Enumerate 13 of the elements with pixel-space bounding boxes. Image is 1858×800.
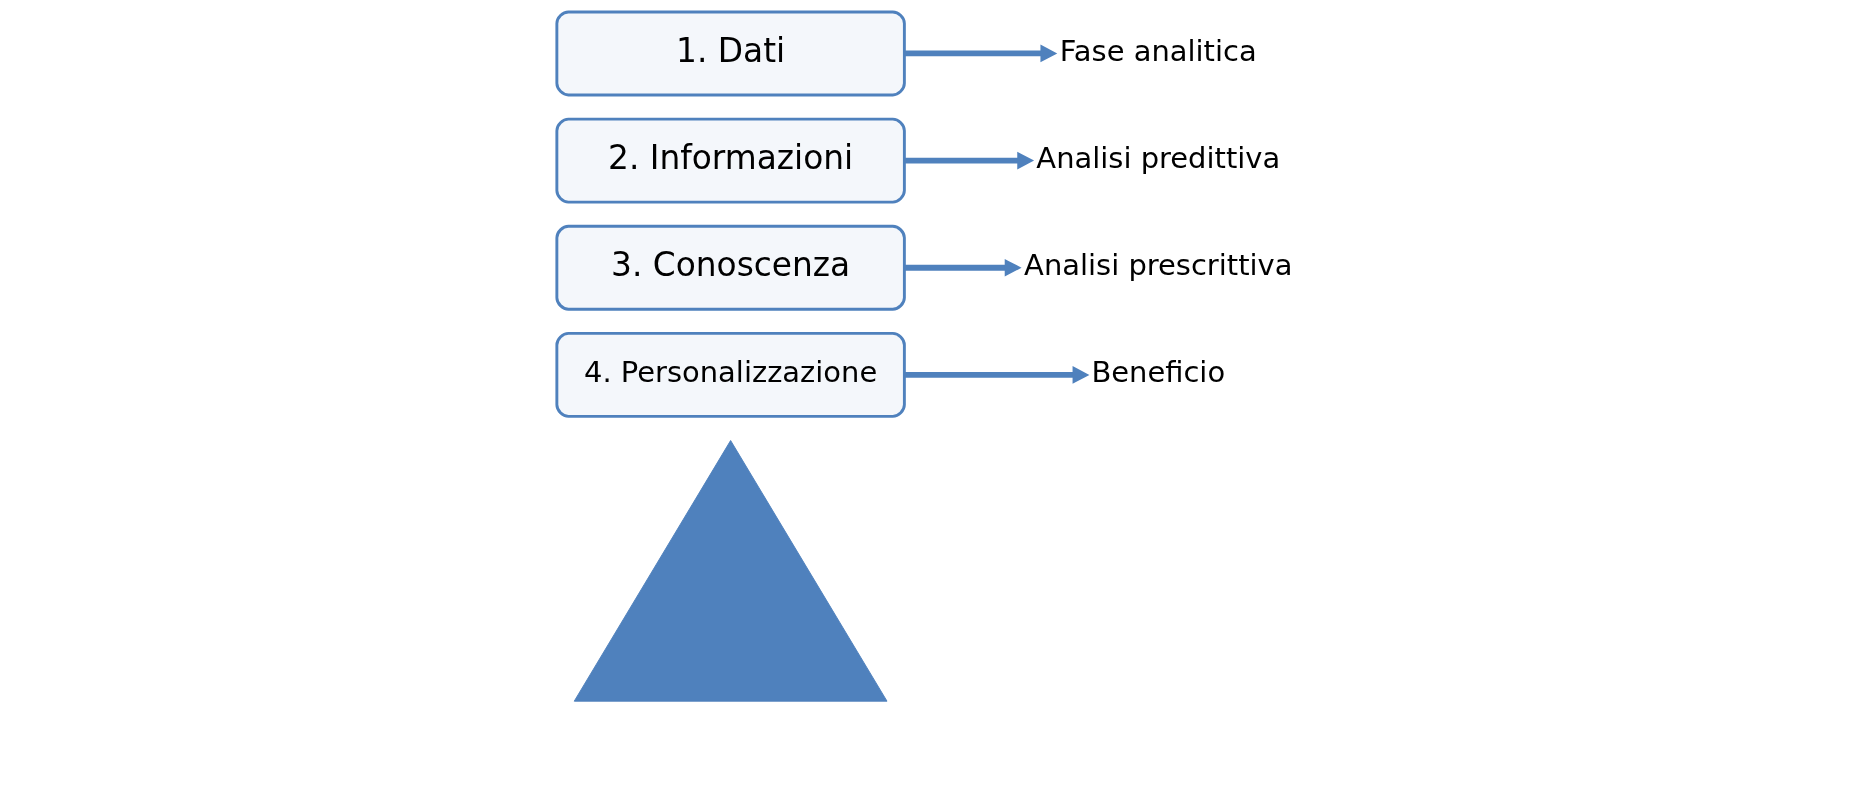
- arrow: [904, 258, 1022, 277]
- arrow: [904, 366, 1090, 384]
- node-triangle: [573, 440, 888, 702]
- node-box: 1. Dati: [555, 10, 906, 97]
- node-text: Analisi predittiva: [1036, 140, 1281, 175]
- node-text: Analisi prescrittiva: [1024, 247, 1293, 282]
- node-box: 4. Personalizzazione: [555, 331, 906, 418]
- node-box: 3. Conoscenza: [555, 224, 906, 311]
- node-text: Fase analitica: [1059, 33, 1257, 68]
- node-text: Beneficio: [1091, 355, 1226, 390]
- node-box: 2. Informazioni: [555, 117, 906, 204]
- arrow: [904, 44, 1058, 63]
- arrow: [904, 151, 1035, 170]
